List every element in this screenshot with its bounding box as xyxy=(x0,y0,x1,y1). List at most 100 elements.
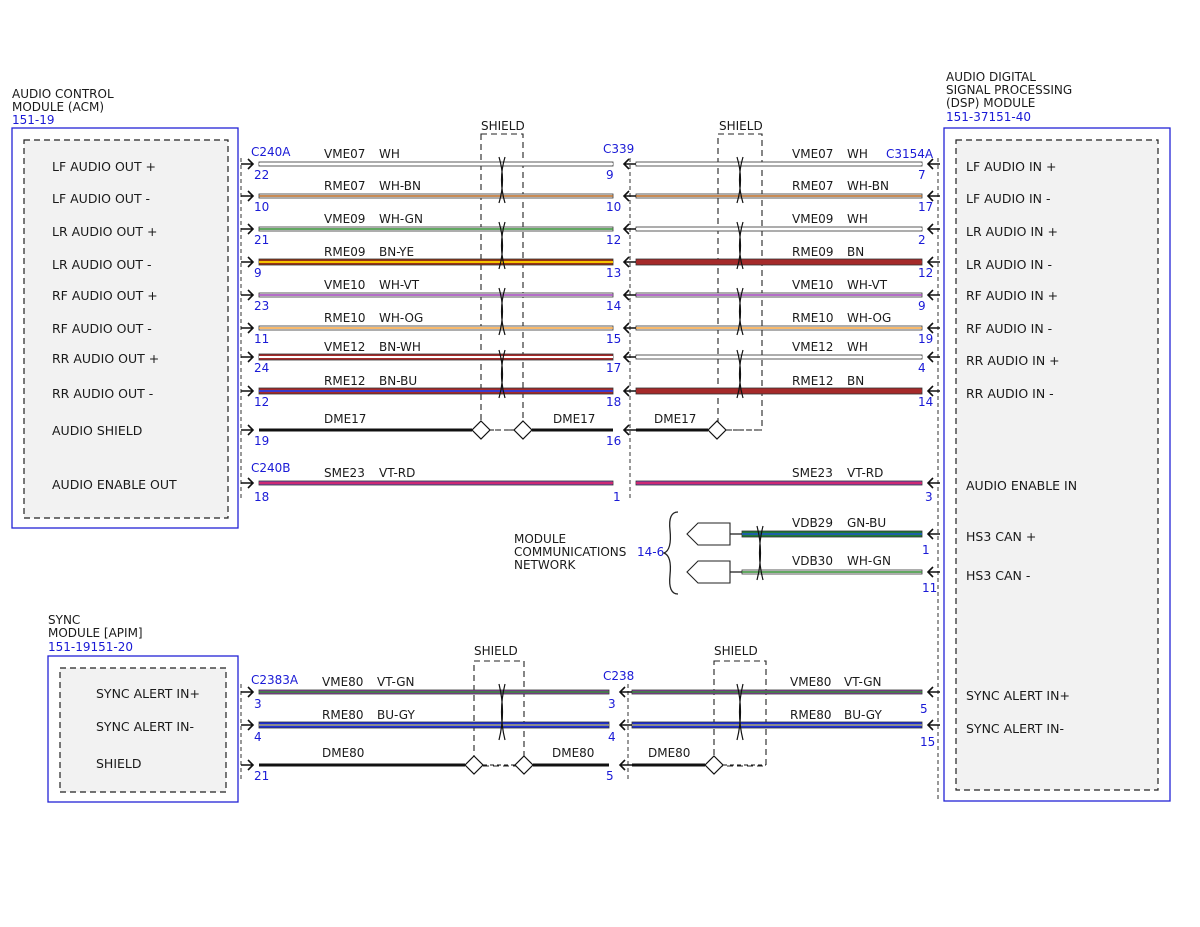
audio-wire-left xyxy=(258,353,614,361)
sync-pin-labels: SYNC ALERT IN+SYNC ALERT IN-SHIELD xyxy=(96,686,200,771)
circuit-label: RME12 xyxy=(324,374,366,388)
pin-number: 2 xyxy=(918,233,926,247)
pin-number: 12 xyxy=(254,395,269,409)
wire-color-label: BN-BU xyxy=(379,374,417,388)
pin-arrow-icon xyxy=(622,385,636,397)
wire-color-label: WH xyxy=(847,212,868,226)
audio-wire-right xyxy=(635,258,923,266)
sync-title-line-2: MODULE [APIM] xyxy=(48,626,143,640)
audio-wire-right xyxy=(635,193,923,199)
connector-lines xyxy=(240,158,939,800)
connector-c2383a-label[interactable]: C2383A xyxy=(251,673,299,687)
pin-arrow-icon xyxy=(622,256,636,268)
pin-arrow-icon xyxy=(926,158,940,170)
pin-arrow-icon xyxy=(618,719,632,731)
connector-c3154a-label[interactable]: C3154A xyxy=(886,147,934,161)
sync-wire-left xyxy=(258,689,610,695)
pin-arrow-icon xyxy=(241,223,255,235)
acm-pin-label: AUDIO SHIELD xyxy=(52,423,142,438)
wire-color-label: WH xyxy=(847,147,868,161)
pin-number: 15 xyxy=(920,735,935,749)
connector-c240b-label[interactable]: C240B xyxy=(251,461,291,475)
dsp-pin-label: RF AUDIO IN - xyxy=(966,321,1052,336)
sync-pin-label: SHIELD xyxy=(96,756,142,771)
pin-number: 3 xyxy=(608,697,616,711)
pin-number: 4 xyxy=(918,361,926,375)
shield-box-sync-left xyxy=(473,660,525,767)
circuit-label: RME12 xyxy=(792,374,834,388)
circuit-label: VME10 xyxy=(792,278,833,292)
wire-color-label: BN xyxy=(847,245,864,259)
shield-drain-diamond-icon xyxy=(704,755,724,775)
twisted-pair-icon xyxy=(736,156,744,204)
circuit-label: VME09 xyxy=(792,212,833,226)
pin-number: 12 xyxy=(606,233,621,247)
circuit-label: VME09 xyxy=(324,212,365,226)
pin-number: 9 xyxy=(606,168,614,182)
acm-pin-label: LF AUDIO OUT + xyxy=(52,159,156,174)
sync-module-inner xyxy=(59,667,227,793)
network-reference-link[interactable]: 14-6 xyxy=(637,545,664,559)
dsp-reference-link[interactable]: 151-37151-40 xyxy=(946,110,1031,124)
shield-drain-diamond-icon xyxy=(707,420,727,440)
circuit-label: RME80 xyxy=(322,708,364,722)
pin-arrow-icon xyxy=(241,289,255,301)
pin-number: 17 xyxy=(606,361,621,375)
wire-color-label: WH-VT xyxy=(379,278,420,292)
wire-color-label: BU-GY xyxy=(377,708,415,722)
pin-arrow-icon xyxy=(926,256,940,268)
connector-c339-label[interactable]: C339 xyxy=(603,142,634,156)
shield-drain-diamond-icon xyxy=(514,755,534,775)
pin-number: 4 xyxy=(608,730,616,744)
dsp-pin-label: LR AUDIO IN - xyxy=(966,257,1052,272)
wire-color-label: BN-YE xyxy=(379,245,414,259)
circuit-label: RME09 xyxy=(324,245,366,259)
pin-arrow-icon xyxy=(622,190,636,202)
pin-arrow-icon xyxy=(926,385,940,397)
pin-arrow-icon xyxy=(241,322,255,334)
wire-color-label: WH-OG xyxy=(847,311,891,325)
twisted-pair-icon xyxy=(498,221,506,270)
circuit-label: RME10 xyxy=(324,311,366,325)
pin-arrow-icon xyxy=(622,424,636,436)
network-brace xyxy=(662,511,679,595)
pin-number: 5 xyxy=(920,702,928,716)
network-bus-arrow-bottom xyxy=(686,560,731,584)
twisted-pair-icon xyxy=(498,683,506,741)
audio-wire-right xyxy=(635,325,923,331)
audio-wire-right xyxy=(635,354,923,360)
dsp-pin-label: RR AUDIO IN - xyxy=(966,386,1054,401)
pin-arrow-icon xyxy=(241,759,255,771)
enable-wire-left xyxy=(258,480,614,486)
pin-number: 16 xyxy=(606,434,621,448)
wire-color-label: WH-OG xyxy=(379,311,423,325)
audio-wire-left xyxy=(258,387,614,395)
pin-number: 14 xyxy=(918,395,933,409)
wire-color-label: WH-BN xyxy=(847,179,889,193)
sync-pin-label: SYNC ALERT IN- xyxy=(96,719,194,734)
dsp-pin-label: LF AUDIO IN + xyxy=(966,159,1056,174)
pin-number: 18 xyxy=(606,395,621,409)
sync-reference-link[interactable]: 151-19151-20 xyxy=(48,640,133,654)
pin-arrow-icon xyxy=(622,351,636,363)
pin-arrow-icon xyxy=(926,719,940,731)
pin-arrow-icon xyxy=(241,190,255,202)
connector-c238-label[interactable]: C238 xyxy=(603,669,634,683)
circuit-label: DME80 xyxy=(648,746,690,760)
audio-wire-left xyxy=(258,193,614,199)
pin-number: 9 xyxy=(918,299,926,313)
wire-color-label: WH-BN xyxy=(379,179,421,193)
pin-arrow-icon xyxy=(618,686,632,698)
wire-color-label: VT-GN xyxy=(377,675,414,689)
pin-arrow-icon xyxy=(622,223,636,235)
acm-pin-label: RR AUDIO OUT - xyxy=(52,386,153,401)
acm-reference-link[interactable]: 151-19 xyxy=(12,113,55,127)
connector-c240a-label[interactable]: C240A xyxy=(251,145,291,159)
pin-arrow-icon xyxy=(241,477,255,489)
acm-pin-label: LR AUDIO OUT - xyxy=(52,257,152,272)
audio-wire-left xyxy=(258,292,614,298)
shield-drain-diamond-icon xyxy=(471,420,491,440)
circuit-label: VME10 xyxy=(324,278,365,292)
pin-number: 1 xyxy=(922,543,930,557)
